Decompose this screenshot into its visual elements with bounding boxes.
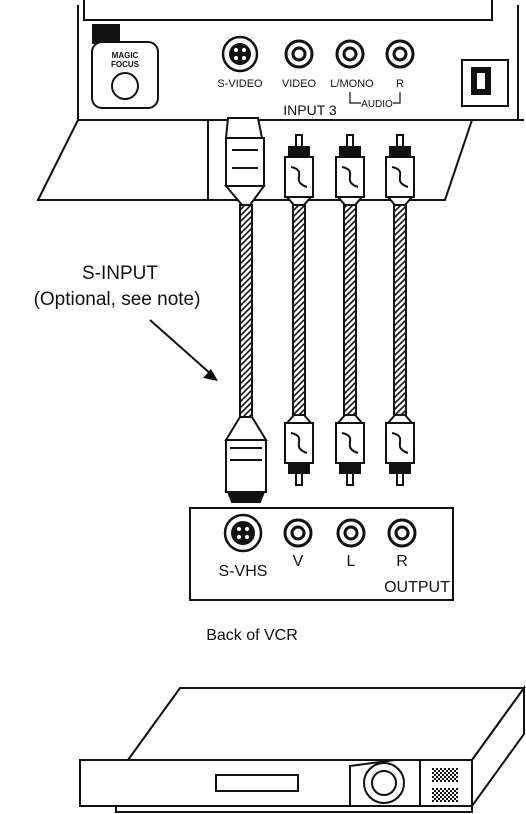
rca-plug-icon — [335, 134, 365, 206]
vcr-cassette-slot — [215, 774, 299, 792]
tv-video-jack[interactable] — [284, 39, 314, 69]
s-input-note: (Optional, see note) — [34, 289, 201, 310]
rca-plug-icon — [385, 134, 415, 206]
s-video-cable — [223, 117, 268, 503]
vcr-v-jack[interactable] — [283, 518, 313, 548]
vcr-vent — [432, 788, 458, 802]
vcr-l-jack[interactable] — [336, 518, 366, 548]
vcr-top — [126, 687, 526, 761]
tv-lmono-jack[interactable] — [335, 39, 365, 69]
s-input-label: S-INPUT — [82, 263, 158, 284]
magic-focus-knob[interactable] — [111, 72, 139, 100]
input-3-label: INPUT 3 — [283, 102, 337, 118]
magic-focus-button[interactable]: MAGIC FOCUS — [91, 24, 159, 109]
vcr-jack-label-v: V — [293, 553, 304, 570]
rca-plug-icon — [284, 134, 314, 206]
s-video-plug-icon — [224, 416, 268, 503]
vcr-svhs-jack[interactable] — [223, 513, 263, 553]
rca-plug-icon — [385, 414, 415, 486]
arrow-icon — [149, 319, 218, 381]
rca-cables — [284, 134, 415, 486]
tv-side-slot — [461, 59, 509, 107]
rca-plug-icon — [284, 414, 314, 486]
s-video-plug-icon — [223, 117, 266, 206]
magic-focus-label-2: FOCUS — [111, 60, 140, 69]
vcr-r-jack[interactable] — [387, 518, 417, 548]
tv-jack-label-video: VIDEO — [282, 78, 317, 90]
vcr-vent — [432, 768, 458, 782]
back-of-vcr-caption: Back of VCR — [206, 627, 298, 644]
vcr-jack-label-svhs: S-VHS — [219, 563, 268, 580]
tv-r-jack[interactable] — [385, 39, 415, 69]
audio-label: AUDIO — [361, 99, 393, 110]
vcr-side — [471, 684, 525, 810]
vcr-icon — [79, 684, 526, 813]
rca-cable-video — [284, 134, 314, 486]
tv-jack-label-r: R — [396, 78, 404, 90]
magic-focus-label-1: MAGIC — [112, 51, 139, 60]
tv-jack-label-svideo: S-VIDEO — [217, 78, 263, 90]
rca-cable-right-audio — [385, 134, 415, 486]
rca-plug-icon — [335, 414, 365, 486]
tv-jack-label-lmono: L/MONO — [330, 78, 374, 90]
output-label: OUTPUT — [384, 579, 450, 596]
vcr-jack-label-l: L — [347, 553, 356, 570]
rca-cable-left-audio — [335, 134, 365, 486]
vcr-jack-label-r: R — [396, 553, 408, 570]
tv-svideo-jack[interactable] — [221, 35, 259, 73]
